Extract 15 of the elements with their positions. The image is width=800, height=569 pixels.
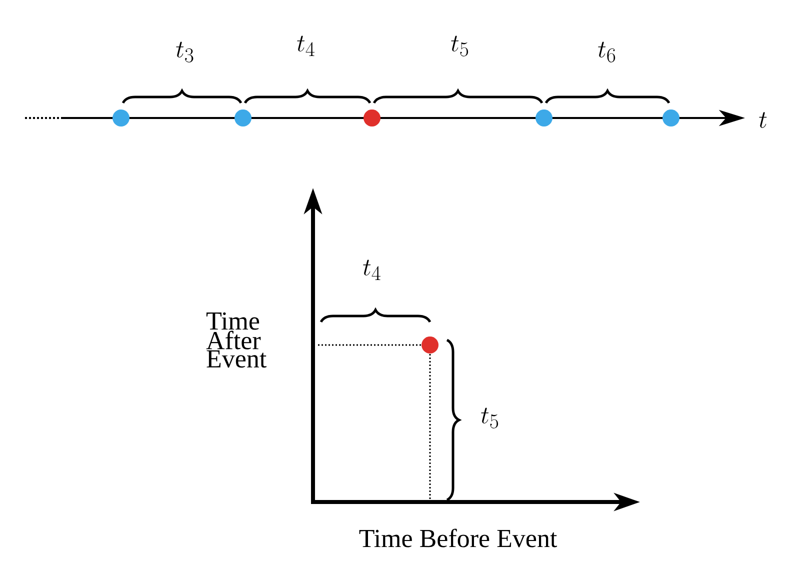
event-dot — [112, 110, 130, 126]
axis-label: Time Before Event — [359, 528, 558, 548]
event-dot — [662, 110, 680, 126]
duration-label: $t_6$ — [598, 42, 616, 62]
duration-label: $t_5$ — [451, 36, 468, 56]
event-dot — [364, 110, 380, 126]
axis-label: $t$ — [759, 112, 767, 128]
event-dot — [536, 110, 552, 126]
duration-label: $t_3$ — [176, 42, 194, 62]
axis-label: Time After Event — [206, 312, 266, 368]
duration-label: $t_4$ — [297, 36, 314, 56]
event-dot — [234, 110, 252, 126]
duration-label: $t_5$ — [481, 408, 498, 428]
event-dot — [422, 336, 438, 354]
duration-label: $t_4$ — [363, 260, 380, 280]
